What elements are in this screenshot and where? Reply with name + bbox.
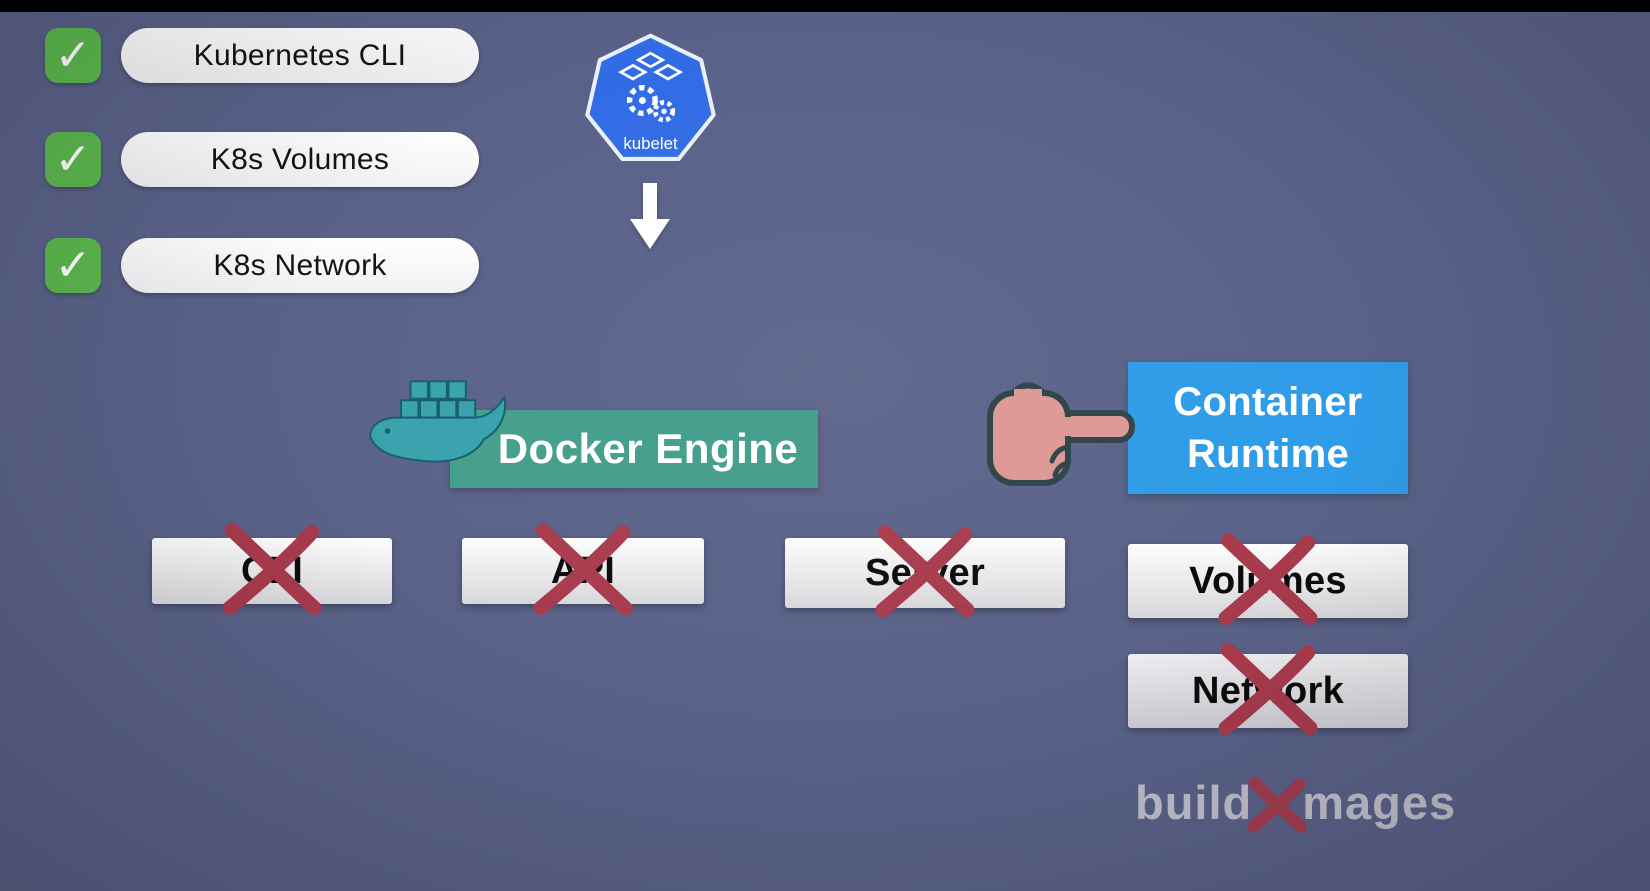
cross-icon xyxy=(1211,529,1326,629)
deprecated-cli-box: CLI xyxy=(152,538,392,604)
deprecated-network-box: Network xyxy=(1128,654,1408,728)
check-icon: ✓ xyxy=(45,238,101,293)
checklist-label: K8s Network xyxy=(121,238,479,293)
cross-icon xyxy=(215,519,330,619)
docker-engine-label: Docker Engine xyxy=(497,425,799,472)
kubelet-gears-icon xyxy=(626,84,676,123)
watermark-right: mages xyxy=(1302,775,1457,829)
pointing-hand-icon xyxy=(970,366,1140,498)
cross-icon xyxy=(868,521,983,621)
kubernetes-heptagon-icon: kubelet xyxy=(585,33,716,161)
check-icon: ✓ xyxy=(45,132,101,187)
watermark: build mages xyxy=(1135,770,1456,834)
kubelet-cubes-icon xyxy=(618,51,683,81)
cross-icon xyxy=(526,519,641,619)
checklist-label: K8s Volumes xyxy=(121,132,479,187)
down-arrow-icon xyxy=(628,183,672,253)
kubelet-logo: kubelet xyxy=(583,33,718,168)
watermark-left: build xyxy=(1135,775,1253,829)
docker-whale-icon xyxy=(356,368,514,476)
container-runtime-box: Container Runtime xyxy=(1128,362,1408,494)
cross-icon xyxy=(1211,639,1326,739)
docker-engine-box: Docker Engine xyxy=(450,410,818,488)
checklist-label: Kubernetes CLI xyxy=(121,28,479,83)
check-icon: ✓ xyxy=(45,28,101,83)
checklist-item: ✓ K8s Network xyxy=(45,238,479,293)
deprecated-volumes-box: Volumes xyxy=(1128,544,1408,618)
checklist-item: ✓ K8s Volumes xyxy=(45,132,479,187)
deprecated-api-box: API xyxy=(462,538,704,604)
container-runtime-label: Container Runtime xyxy=(1173,380,1363,476)
deprecated-server-box: Server xyxy=(785,538,1065,608)
kubelet-label: kubelet xyxy=(623,134,678,153)
top-bar xyxy=(0,0,1650,12)
checklist-item: ✓ Kubernetes CLI xyxy=(45,28,479,83)
cross-icon xyxy=(1246,776,1308,834)
